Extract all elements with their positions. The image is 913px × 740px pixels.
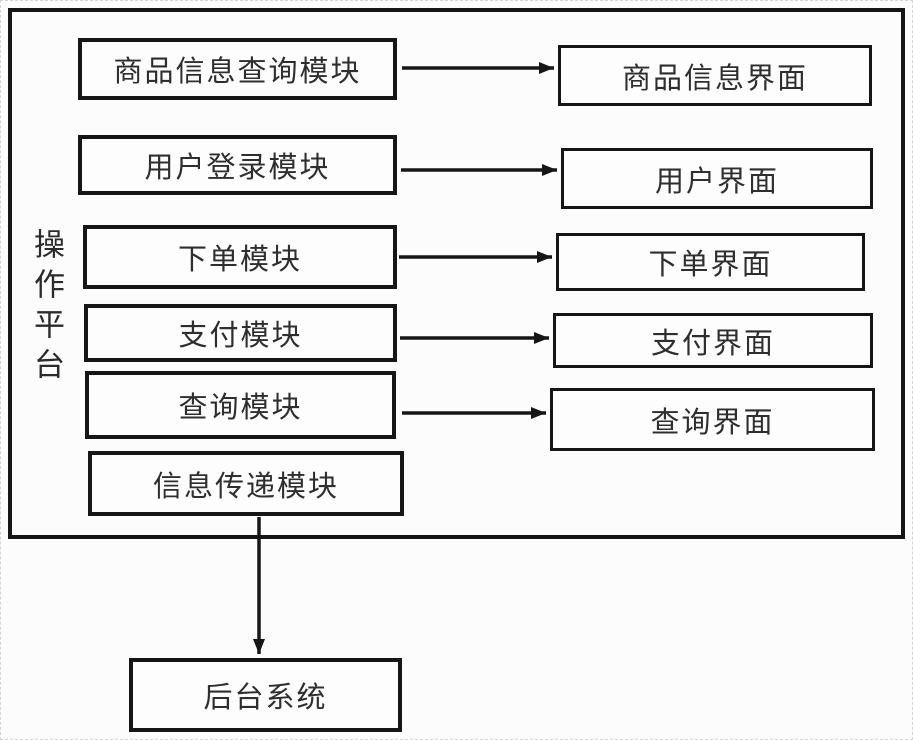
payment-module-box: 支付模块 — [84, 304, 397, 362]
backend-system-box: 后台系统 — [129, 658, 402, 732]
platform-label: 操作平台 — [29, 228, 64, 388]
order-interface-box: 下单界面 — [556, 233, 865, 291]
operation-platform-container — [8, 8, 905, 539]
order-module-box: 下单模块 — [83, 225, 397, 289]
user-login-module-box: 用户登录模块 — [78, 135, 397, 195]
query-interface-box: 查询界面 — [550, 388, 875, 451]
user-interface-box: 用户界面 — [561, 148, 873, 209]
query-module-box: 查询模块 — [85, 371, 396, 439]
product-info-interface-box: 商品信息界面 — [558, 45, 872, 106]
payment-interface-box: 支付界面 — [553, 313, 873, 368]
info-transfer-module-box: 信息传递模块 — [88, 451, 404, 516]
product-info-query-module-box: 商品信息查询模块 — [78, 38, 397, 100]
